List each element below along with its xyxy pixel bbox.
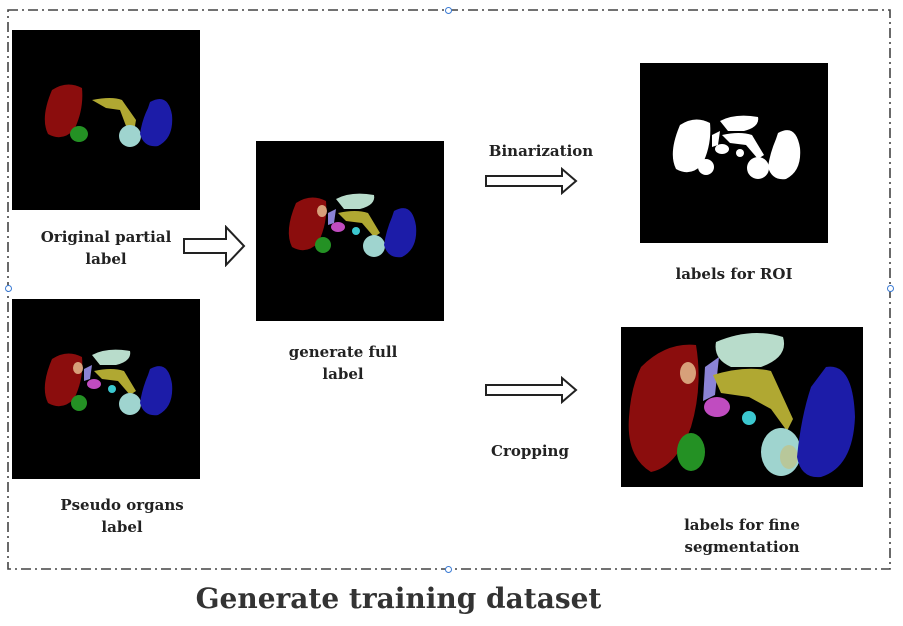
pseudo-organs-label-image xyxy=(12,299,200,479)
original-partial-label-text: Original partial label xyxy=(40,228,172,268)
generate-full-label-text: generate full label xyxy=(288,343,398,383)
arrow-cropping xyxy=(485,376,578,404)
pseudo-organs-label-text: Pseudo organs label xyxy=(60,496,184,536)
cropping-label: Cropping xyxy=(491,442,569,460)
arrow-binarization xyxy=(485,167,578,195)
arrow-to-full-label xyxy=(183,225,246,267)
frame-handle-top[interactable] xyxy=(445,7,452,14)
roi-label-text: labels for ROI xyxy=(675,265,793,283)
original-partial-label-image xyxy=(12,30,200,210)
full-label-image xyxy=(256,141,444,321)
fine-segmentation-label-text: labels for fine segmentation xyxy=(684,516,800,556)
roi-label-image xyxy=(640,63,828,243)
frame-handle-right[interactable] xyxy=(887,285,894,292)
fine-segmentation-label-image xyxy=(621,327,863,487)
diagram-title: Generate training dataset xyxy=(195,582,602,615)
frame-handle-left[interactable] xyxy=(5,285,12,292)
binarization-label: Binarization xyxy=(488,142,594,160)
frame-handle-bottom[interactable] xyxy=(445,566,452,573)
